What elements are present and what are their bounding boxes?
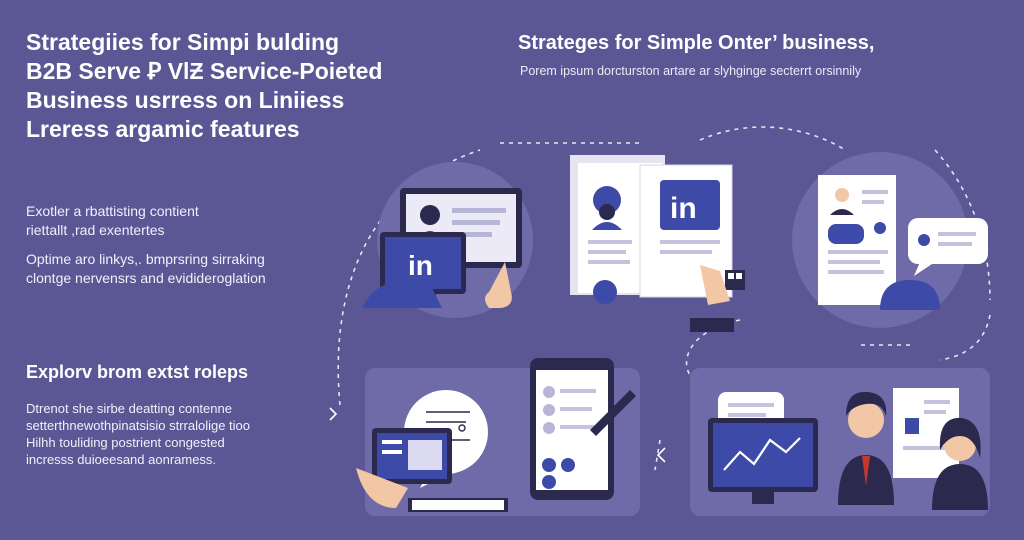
profile-chat-icon	[792, 152, 988, 328]
section-title: Explorv brom extst roleps	[26, 362, 249, 382]
linkedin-logo-text: in	[670, 192, 697, 225]
intro-paragraph-2: Optime aro linkys,. bmprsring sirraking …	[26, 250, 266, 288]
headline: Strategiies for Simpi bulding B2B Serve …	[26, 28, 446, 144]
intro-line: Optime aro linkys,. bmprsring sirraking	[26, 251, 265, 267]
headline-line-4: Lreress argamic features	[26, 116, 300, 142]
intro-line: riettallt ,rad exentertes	[26, 222, 165, 238]
section-line: Dtrenot she sirbe deatting contenne	[26, 401, 232, 416]
intro-paragraph-1: Exotler a rbattisting contient riettallt…	[26, 202, 199, 240]
monitor-linkedin-icon: in	[362, 162, 533, 318]
businesspeople-icon	[838, 388, 988, 510]
intro-line: Exotler a rbattisting contient	[26, 203, 199, 219]
section-line: incresss duioeesand aonramess.	[26, 452, 217, 467]
section-line: setterthnewothpinatsisio strralolige tio…	[26, 418, 251, 433]
headline-line-3: Business usrress on Liniiess	[26, 87, 345, 113]
section-line: Hilhh touliding postrient congested	[26, 435, 225, 450]
headline-line-2: B2B Serve Ꝑ VlƵ Service-Poieted	[26, 58, 383, 84]
intro-line: clontge nervensrs and evidideroglation	[26, 270, 266, 286]
document-linkedin-icon: in	[570, 155, 745, 332]
tablet-checklist-icon	[356, 358, 640, 516]
linkedin-logo-text: in	[408, 250, 433, 281]
headline-line-1: Strategiies for Simpi bulding	[26, 29, 340, 55]
right-subtitle: Porem ipsum dorcturston artare ar slyhgi…	[520, 64, 862, 78]
right-title: Strateges for Simple Onter’ business,	[518, 32, 875, 54]
section-paragraph: Dtrenot she sirbe deatting contenne sett…	[26, 400, 250, 468]
